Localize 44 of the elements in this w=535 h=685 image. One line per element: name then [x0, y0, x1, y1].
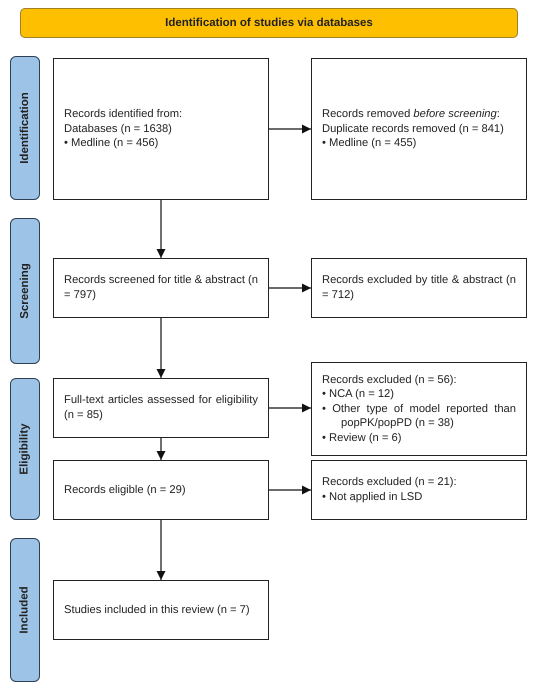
bullet-item: • NCA (n = 12): [322, 387, 396, 402]
phase-band: [10, 56, 40, 200]
process-box: [311, 58, 527, 200]
bullet-item: • Medline (n = 456): [64, 136, 160, 151]
process-box: [311, 460, 527, 520]
bullet-item: • Other type of model reported than popPK/popPD (n = 38): [322, 402, 516, 431]
arrow: [269, 124, 311, 134]
phase-label: Eligibility: [19, 423, 31, 475]
box-text: Studies included in this review (n = 7): [64, 602, 251, 618]
box-text: Duplicate records removed (n = 841): [322, 122, 505, 136]
process-box: [53, 378, 269, 438]
box-text: Records screened for title & abstract (n = 797): [64, 273, 258, 303]
process-box: [53, 58, 269, 200]
process-box: [53, 460, 269, 520]
arrow: [156, 438, 166, 460]
process-box: [53, 580, 269, 640]
box-text: Records excluded (n = 56):: [322, 372, 458, 388]
box-text: Records identified from:: [64, 107, 184, 122]
arrow: [269, 284, 311, 292]
box-text: Records eligible (n = 29): [64, 482, 187, 498]
bullet-item: • Not applied in LSD: [322, 490, 424, 505]
phase-band: [10, 538, 40, 682]
box-text: Records removed before screening:: [322, 107, 501, 122]
header-text: Identification of studies via databases: [165, 17, 373, 29]
arrow: [156, 200, 166, 258]
phase-band: [10, 378, 40, 520]
arrow: [156, 520, 166, 580]
box-text: Records excluded (n = 21):: [322, 475, 458, 490]
arrow: [269, 404, 311, 412]
bullet-item: • Review (n = 6): [322, 430, 402, 446]
section-header: [20, 8, 518, 38]
box-text: Databases (n = 1638): [64, 122, 173, 136]
arrow: [156, 318, 166, 378]
phase-label: Screening: [19, 263, 31, 319]
process-box: [311, 362, 527, 456]
box-text: Full-text articles assessed for eligibility (n = 85): [64, 393, 258, 423]
arrow: [269, 486, 311, 494]
bullet-item: • Medline (n = 455): [322, 136, 418, 151]
process-box: [311, 258, 527, 318]
phase-band: [10, 218, 40, 364]
process-box: [53, 258, 269, 318]
phase-label: Identification: [19, 92, 31, 164]
phase-label: Included: [19, 586, 31, 634]
box-text: Records excluded by title & abstract (n = 712): [322, 273, 516, 303]
